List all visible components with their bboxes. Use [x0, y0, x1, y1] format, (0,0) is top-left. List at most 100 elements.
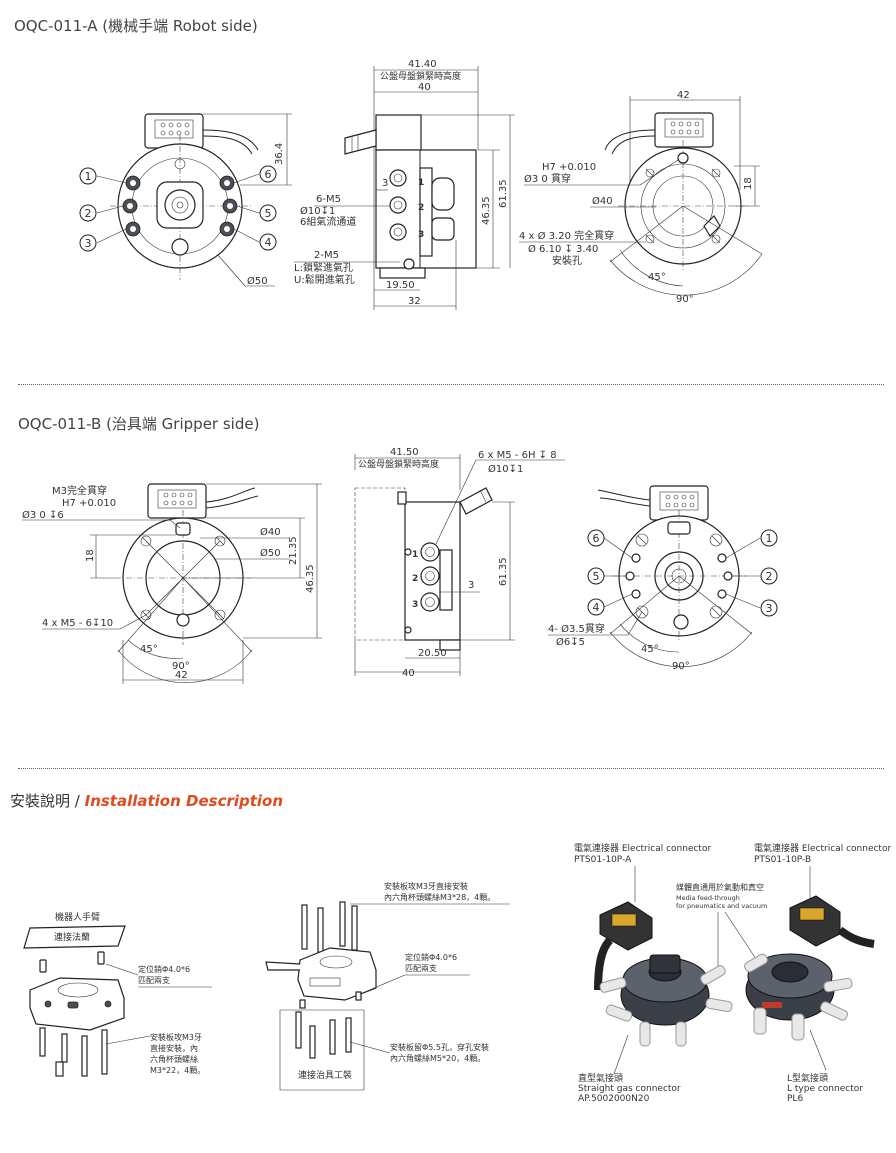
svg-text:36.4: 36.4 [274, 143, 285, 165]
svg-text:6組氣流通道: 6組氣流通道 [300, 215, 356, 228]
svg-text:90°: 90° [676, 294, 694, 305]
svg-text:Straight gas connector: Straight gas connector [578, 1084, 681, 1094]
svg-text:內六角螺絲M5*20，4顆。: 內六角螺絲M5*20，4顆。 [390, 1053, 485, 1063]
section-a-title: OQC-011-A (機械手端 Robot side) [14, 17, 258, 35]
svg-text:6: 6 [265, 168, 272, 181]
svg-text:5: 5 [593, 570, 600, 583]
gripper-side-back-view: 6 5 4 1 2 3 4- Ø3.5貫穿 Ø6↧5 45° 90° [548, 485, 778, 672]
svg-text:電氣連接器 Electrical connector: 電氣連接器 Electrical connector [754, 842, 891, 854]
gripper-side-side-view: 41.50 公盤母盤鎖緊時高度 1 2 3 6 x M5 - 6H ↧ 8 Ø1… [354, 447, 565, 679]
svg-text:32: 32 [408, 296, 421, 307]
installation-title-cn: 安裝說明 / [10, 792, 80, 810]
svg-text:Ø3 0 ↧6: Ø3 0 ↧6 [22, 509, 64, 521]
svg-text:安裝板攻M3牙: 安裝板攻M3牙 [150, 1032, 202, 1042]
svg-text:六角杯頭螺絲: 六角杯頭螺絲 [150, 1054, 198, 1064]
svg-text:2-M5: 2-M5 [314, 250, 339, 261]
svg-text:PL6: PL6 [787, 1094, 803, 1104]
svg-text:M3*22，4顆。: M3*22，4顆。 [150, 1066, 205, 1075]
svg-text:1: 1 [412, 550, 418, 560]
svg-text:直接安裝，內: 直接安裝，內 [150, 1043, 198, 1053]
svg-text:安裝孔: 安裝孔 [552, 254, 582, 267]
svg-text:安裝板留Φ5.5孔，穿孔安裝: 安裝板留Φ5.5孔，穿孔安裝 [390, 1042, 489, 1052]
robot-side-side-view: 41.40 公盤母盤鎖緊時高度 40 1 2 3 3 6-M5 Ø10↧1 6組… [294, 59, 515, 310]
robot-side-back-view: 42 H7 +0.010 Ø3 0 貫穿 Ø40 4 x Ø 3.20 完全貫穿… [519, 90, 763, 305]
svg-text:電氣連接器 Electrical connector: 電氣連接器 Electrical connector [574, 842, 711, 854]
installation-drawing: 機器人手臂 連接法蘭 定位銷Φ4.0*6 匹配兩支 安裝板攻M3牙 直接安裝，內… [23, 842, 891, 1104]
svg-text:46.35: 46.35 [481, 196, 492, 225]
svg-text:Ø6↧5: Ø6↧5 [556, 636, 585, 648]
svg-text:H7 +0.010: H7 +0.010 [542, 162, 596, 173]
svg-text:90°: 90° [172, 661, 190, 672]
svg-text:L:鎖緊進氣孔: L:鎖緊進氣孔 [294, 261, 353, 274]
svg-text:18: 18 [85, 549, 96, 562]
section-b-title: OQC-011-B (治具端 Gripper side) [18, 415, 260, 433]
svg-text:45°: 45° [641, 644, 659, 655]
svg-text:機器人手臂: 機器人手臂 [55, 911, 100, 923]
svg-text:匹配兩支: 匹配兩支 [138, 975, 170, 985]
section-b-drawing: M3完全貫穿 H7 +0.010 Ø3 0 ↧6 Ø40 Ø50 18 21.3… [22, 447, 778, 684]
svg-text:L型氣接頭: L型氣接頭 [787, 1072, 828, 1084]
svg-text:2: 2 [766, 570, 773, 583]
svg-text:4: 4 [593, 601, 600, 614]
svg-text:Ø 6.10 ↧ 3.40: Ø 6.10 ↧ 3.40 [528, 243, 598, 255]
svg-text:公盤母盤鎖緊時高度: 公盤母盤鎖緊時高度 [358, 458, 439, 470]
svg-text:1: 1 [85, 170, 92, 183]
svg-text:1: 1 [766, 532, 773, 545]
svg-text:4 x M5 - 6↧10: 4 x M5 - 6↧10 [42, 618, 113, 629]
svg-text:媒體直通用於氣動和真空: 媒體直通用於氣動和真空 [676, 882, 764, 892]
svg-text:Ø50: Ø50 [247, 275, 268, 287]
svg-text:連接治具工裝: 連接治具工裝 [298, 1069, 352, 1081]
svg-text:42: 42 [677, 90, 690, 101]
svg-text:PTS01-10P-B: PTS01-10P-B [754, 855, 811, 865]
svg-text:匹配兩支: 匹配兩支 [405, 963, 437, 973]
separator-1 [18, 384, 884, 385]
installation-title-en: Installation Description [84, 792, 284, 810]
install-left-illustration: 機器人手臂 連接法蘭 定位銷Φ4.0*6 匹配兩支 安裝板攻M3牙 直接安裝，內… [23, 911, 212, 1077]
install-right-illustration: 電氣連接器 Electrical connector PTS01-10P-A 電… [574, 842, 891, 1104]
svg-text:90°: 90° [672, 661, 690, 672]
installation-title: 安裝說明 / Installation Description [10, 790, 283, 811]
svg-text:45°: 45° [648, 272, 666, 283]
svg-text:安裝板攻M3牙直接安裝: 安裝板攻M3牙直接安裝 [384, 881, 468, 891]
svg-text:5: 5 [265, 207, 272, 220]
svg-text:40: 40 [402, 668, 415, 679]
svg-text:AP.5002000N20: AP.5002000N20 [578, 1094, 650, 1104]
svg-text:PTS01-10P-A: PTS01-10P-A [574, 855, 632, 865]
svg-text:45°: 45° [140, 644, 158, 655]
svg-text:61.35: 61.35 [498, 179, 509, 208]
svg-text:2: 2 [85, 207, 92, 220]
svg-text:Ø10↧1: Ø10↧1 [488, 463, 523, 475]
svg-text:Ø40: Ø40 [592, 195, 613, 207]
svg-text:19.50: 19.50 [386, 280, 415, 291]
svg-text:2: 2 [418, 203, 424, 213]
gripper-side-front-view: M3完全貫穿 H7 +0.010 Ø3 0 ↧6 Ø40 Ø50 18 21.3… [22, 483, 322, 684]
separator-2 [18, 768, 884, 769]
svg-text:3: 3 [766, 602, 773, 615]
svg-text:1: 1 [418, 178, 424, 188]
svg-text:4- Ø3.5貫穿: 4- Ø3.5貫穿 [548, 622, 605, 635]
svg-text:L type connector: L type connector [787, 1084, 863, 1094]
install-middle-illustration: 安裝板攻M3牙直接安裝 內六角杯頭螺絲M3*28，4顆。 定位銷Φ4.0*6 匹… [265, 881, 510, 1091]
svg-text:H7 +0.010: H7 +0.010 [62, 498, 116, 509]
svg-text:46.35: 46.35 [305, 564, 316, 593]
svg-text:2: 2 [412, 574, 418, 584]
svg-text:內六角杯頭螺絲M3*28，4顆。: 內六角杯頭螺絲M3*28，4顆。 [384, 892, 495, 902]
svg-text:連接法蘭: 連接法蘭 [54, 931, 90, 943]
svg-text:40: 40 [418, 82, 431, 93]
svg-text:Ø50: Ø50 [260, 547, 281, 559]
svg-text:20.50: 20.50 [418, 648, 447, 659]
svg-text:定位銷Φ4.0*6: 定位銷Φ4.0*6 [405, 952, 457, 962]
svg-text:18: 18 [743, 177, 754, 190]
svg-text:直型氣接頭: 直型氣接頭 [578, 1072, 623, 1084]
svg-text:21.35: 21.35 [288, 536, 299, 565]
svg-text:4: 4 [265, 236, 272, 249]
svg-text:4 x Ø 3.20 完全貫穿: 4 x Ø 3.20 完全貫穿 [519, 229, 614, 242]
svg-text:U:鬆開進氣孔: U:鬆開進氣孔 [294, 273, 355, 286]
svg-text:41.40: 41.40 [408, 59, 437, 70]
svg-text:3: 3 [85, 237, 92, 250]
port-labels: 1 2 3 4 5 6 [79, 165, 277, 252]
svg-text:3: 3 [418, 230, 424, 240]
robot-side-front-view: 1 2 3 4 5 6 36.4 Ø50 [79, 113, 292, 287]
svg-text:61.35: 61.35 [498, 557, 509, 586]
svg-text:3: 3 [382, 178, 388, 189]
